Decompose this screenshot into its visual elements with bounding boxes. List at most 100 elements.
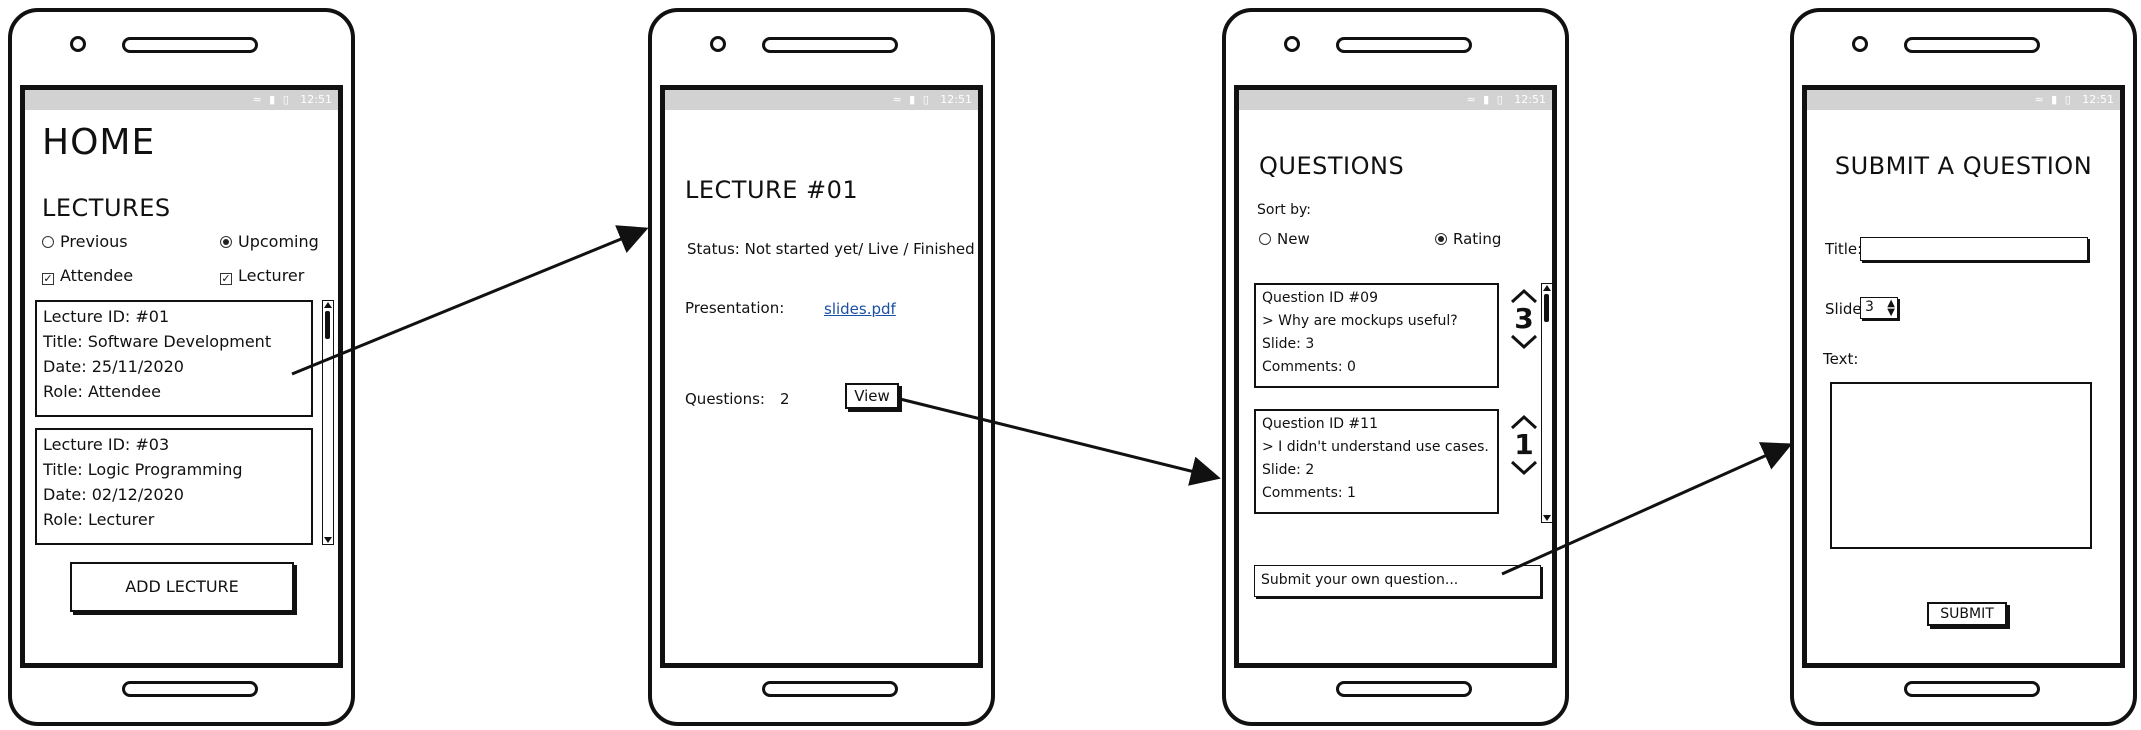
checkbox-lecturer-label: Lecturer (238, 266, 305, 285)
submit-screen: ≈ ▮ ▯ 12:51 SUBMIT A QUESTION Title: Sli… (1802, 85, 2125, 668)
checkbox-lecturer[interactable]: ✓ Lecturer (220, 266, 304, 285)
home-button-icon (1904, 681, 2040, 697)
arrow-lecture-to-detail (291, 225, 649, 376)
radio-new[interactable]: New (1259, 230, 1310, 248)
radio-previous-label: Previous (60, 232, 128, 251)
radio-selected-icon (1435, 233, 1447, 245)
speaker-icon (762, 37, 898, 53)
radio-rating[interactable]: Rating (1435, 230, 1501, 248)
downvote-icon[interactable] (1509, 460, 1539, 476)
phone-lecture: ≈ ▮ ▯ 12:51 LECTURE #01 Status: Not star… (648, 8, 995, 726)
question-list-scrollbar[interactable] (1541, 283, 1552, 523)
wifi-signal-battery-icon: ≈ ▮ ▯ (252, 93, 291, 106)
page-title: SUBMIT A QUESTION (1834, 152, 2093, 180)
lecture-id: Lecture ID: #01 (43, 307, 170, 326)
slide-value: 3 (1865, 299, 1874, 315)
submit-question-input[interactable]: Submit your own question... (1254, 565, 1541, 597)
slide-stepper[interactable]: 3 ▲▼ (1860, 297, 1898, 319)
presentation-link[interactable]: slides.pdf (824, 300, 896, 318)
phone-submit: ≈ ▮ ▯ 12:51 SUBMIT A QUESTION Title: Sli… (1790, 8, 2137, 726)
camera-icon (1852, 36, 1868, 52)
question-vote: 3 (1509, 288, 1539, 350)
scroll-up-icon[interactable] (324, 302, 332, 308)
lecture-title: Title: Logic Programming (43, 460, 243, 479)
title-label: Title: (1825, 240, 1863, 258)
lecture-id: Lecture ID: #03 (43, 435, 170, 454)
vote-count: 1 (1514, 428, 1534, 461)
status-time: 12:51 (300, 93, 332, 106)
radio-upcoming[interactable]: Upcoming (220, 232, 319, 251)
radio-circle-icon (42, 236, 54, 248)
checkbox-checked-icon: ✓ (42, 272, 54, 285)
downvote-icon[interactable] (1509, 334, 1539, 350)
questions-count: 2 (780, 390, 790, 408)
question-slide: Slide: 2 (1262, 462, 1315, 478)
question-comments: Comments: 1 (1262, 485, 1356, 501)
questions-label: Questions: (685, 390, 765, 408)
lecture-card[interactable]: Lecture ID: #01 Title: Software Developm… (35, 300, 313, 417)
title-input[interactable] (1860, 237, 2088, 261)
stepper-arrows-icon[interactable]: ▲▼ (1887, 298, 1895, 318)
checkbox-attendee-label: Attendee (60, 266, 134, 285)
add-lecture-button[interactable]: ADD LECTURE (70, 562, 294, 612)
submit-button[interactable]: SUBMIT (1927, 602, 2007, 626)
page-title: LECTURE #01 (685, 176, 859, 204)
question-card[interactable]: Question ID #11 > I didn't understand us… (1254, 409, 1499, 514)
presentation-label: Presentation: (685, 299, 785, 317)
phone-questions: ≈ ▮ ▯ 12:51 QUESTIONS Sort by: New Ratin… (1222, 8, 1569, 726)
question-id: Question ID #09 (1262, 290, 1378, 306)
lecture-date: Date: 25/11/2020 (43, 357, 184, 376)
phone-home: ≈ ▮ ▯ 12:51 HOME LECTURES Previous Upcom… (8, 8, 355, 726)
status-bar: ≈ ▮ ▯ 12:51 (25, 90, 338, 110)
text-label: Text: (1823, 350, 1859, 368)
arrow-input-to-submit (1501, 442, 1793, 576)
scroll-down-icon[interactable] (324, 537, 332, 543)
lecture-title: Title: Software Development (43, 332, 272, 351)
upvote-icon[interactable] (1509, 288, 1539, 304)
checkbox-attendee[interactable]: ✓ Attendee (42, 266, 133, 285)
radio-rating-label: Rating (1453, 230, 1502, 248)
camera-icon (710, 36, 726, 52)
view-questions-button[interactable]: View (845, 383, 899, 409)
radio-new-label: New (1277, 230, 1310, 248)
checkbox-checked-icon: ✓ (220, 272, 232, 285)
text-area[interactable] (1830, 382, 2092, 549)
speaker-icon (1336, 37, 1472, 53)
camera-icon (1284, 36, 1300, 52)
question-text: > Why are mockups useful? (1262, 313, 1458, 329)
questions-screen: ≈ ▮ ▯ 12:51 QUESTIONS Sort by: New Ratin… (1234, 85, 1557, 668)
section-title: LECTURES (42, 194, 171, 222)
wifi-signal-battery-icon: ≈ ▮ ▯ (2034, 93, 2073, 106)
home-button-icon (122, 681, 258, 697)
vote-count: 3 (1514, 302, 1534, 335)
scroll-down-icon[interactable] (1543, 515, 1551, 521)
home-screen: ≈ ▮ ▯ 12:51 HOME LECTURES Previous Upcom… (20, 85, 343, 668)
scroll-thumb[interactable] (325, 311, 330, 339)
scroll-thumb[interactable] (1544, 294, 1549, 322)
question-card[interactable]: Question ID #09 > Why are mockups useful… (1254, 283, 1499, 388)
camera-icon (70, 36, 86, 52)
scroll-up-icon[interactable] (1543, 285, 1551, 291)
home-button-icon (1336, 681, 1472, 697)
lecture-card[interactable]: Lecture ID: #03 Title: Logic Programming… (35, 428, 313, 545)
speaker-icon (1904, 37, 2040, 53)
status-bar: ≈ ▮ ▯ 12:51 (1807, 90, 2120, 110)
lecture-role: Role: Lecturer (43, 510, 155, 529)
speaker-icon (122, 37, 258, 53)
wifi-signal-battery-icon: ≈ ▮ ▯ (1466, 93, 1505, 106)
slide-label: Slide: (1825, 300, 1867, 318)
question-comments: Comments: 0 (1262, 359, 1356, 375)
status-bar: ≈ ▮ ▯ 12:51 (665, 90, 978, 110)
question-text: > I didn't understand use cases. (1262, 439, 1489, 455)
sort-label: Sort by: (1257, 202, 1312, 218)
question-vote: 1 (1509, 414, 1539, 476)
status-time: 12:51 (1514, 93, 1546, 106)
question-id: Question ID #11 (1262, 416, 1378, 432)
status-time: 12:51 (2082, 93, 2114, 106)
arrow-view-to-questions (899, 397, 1221, 486)
page-title: HOME (42, 122, 156, 163)
radio-previous[interactable]: Previous (42, 232, 128, 251)
upvote-icon[interactable] (1509, 414, 1539, 430)
wifi-signal-battery-icon: ≈ ▮ ▯ (892, 93, 931, 106)
